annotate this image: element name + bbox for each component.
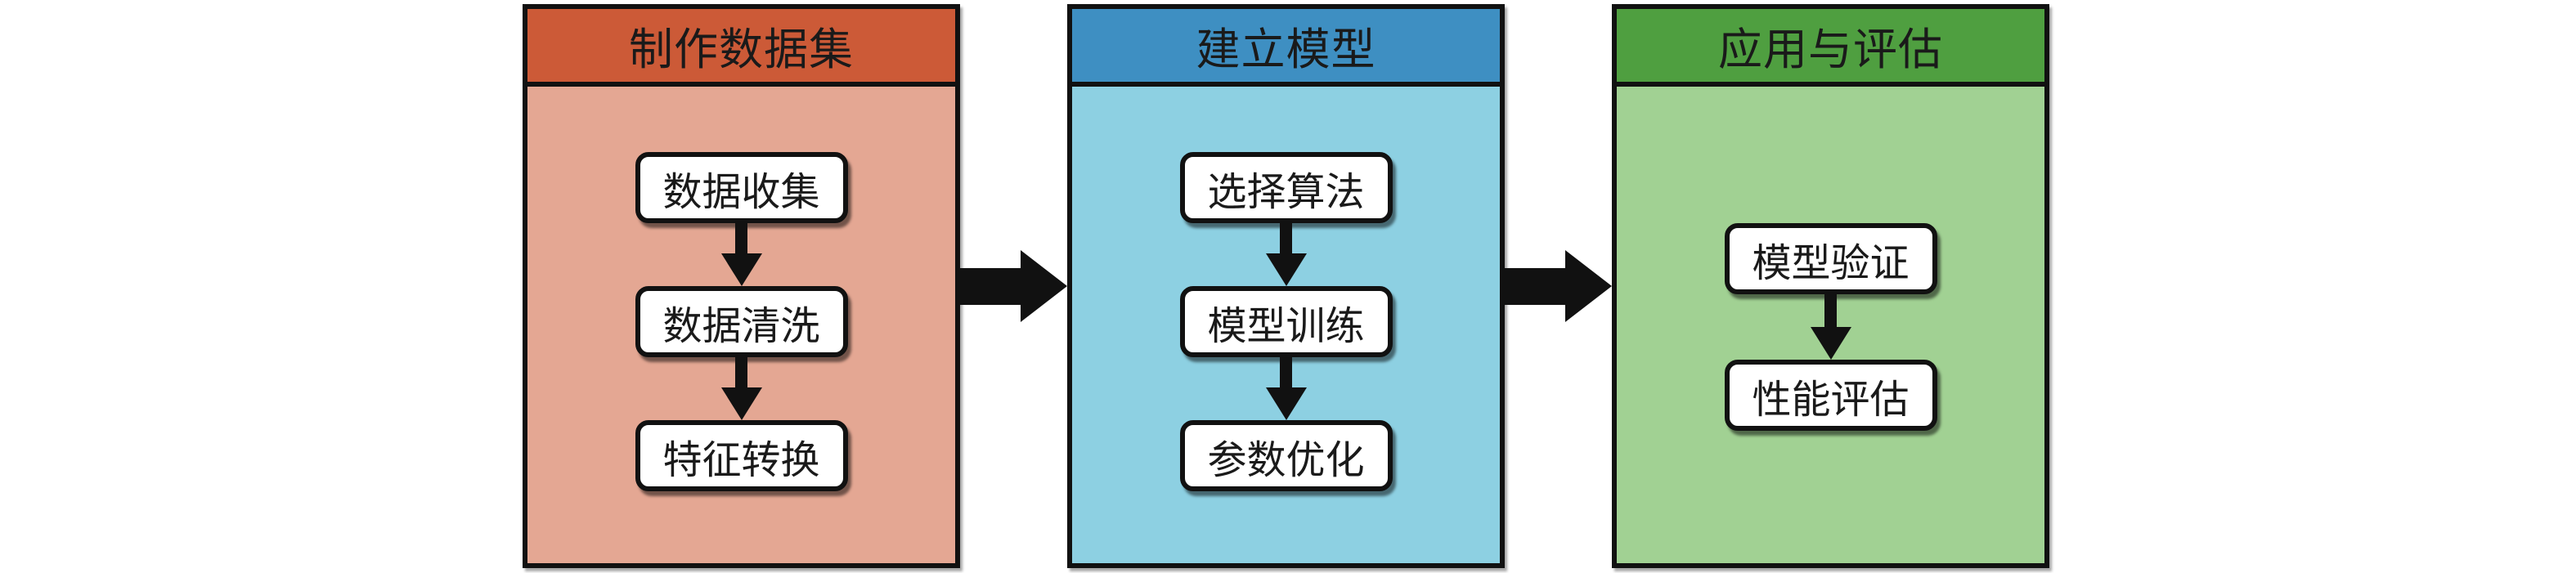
step-node-data-collection: 数据收集 <box>635 152 848 223</box>
arrow-shaft <box>960 267 1021 305</box>
panel-evaluation-body: 模型验证 性能评估 <box>1617 87 2044 563</box>
step-label: 数据收集 <box>662 168 820 215</box>
flowchart: 制作数据集 数据收集 数据清洗 特征转换 <box>523 4 2049 568</box>
panel-dataset-body: 数据收集 数据清洗 特征转换 <box>527 87 955 563</box>
step-node-model-validation: 模型验证 <box>1724 223 1937 294</box>
step-label: 选择算法 <box>1207 168 1365 215</box>
panel-evaluation-header: 应用与评估 <box>1617 9 2044 87</box>
panel-modeling-title: 建立模型 <box>1196 24 1376 75</box>
arrow-down-icon <box>1265 357 1307 420</box>
arrow-shaft <box>1280 223 1292 253</box>
panel-evaluation: 应用与评估 模型验证 性能评估 <box>1612 4 2049 568</box>
panel-modeling: 建立模型 选择算法 模型训练 参数优化 <box>1067 4 1505 568</box>
step-node-parameter-optimization: 参数优化 <box>1179 420 1393 491</box>
step-label: 数据清洗 <box>662 302 820 349</box>
arrow-right-icon <box>960 4 1067 568</box>
arrow-head <box>1265 387 1307 420</box>
step-node-feature-transform: 特征转换 <box>635 420 848 491</box>
step-label: 参数优化 <box>1207 436 1365 483</box>
arrow-down-icon <box>1810 294 1851 360</box>
arrow-head <box>1021 250 1067 322</box>
panel-dataset: 制作数据集 数据收集 数据清洗 特征转换 <box>523 4 960 568</box>
arrow-down-icon <box>720 357 762 420</box>
arrow-shaft <box>1824 294 1837 327</box>
panel-dataset-header: 制作数据集 <box>527 9 955 87</box>
arrow-head <box>1810 327 1851 360</box>
arrow-down-icon <box>1265 223 1307 286</box>
step-node-model-training: 模型训练 <box>1179 286 1393 357</box>
arrow-head <box>720 387 762 420</box>
panel-modeling-body: 选择算法 模型训练 参数优化 <box>1072 87 1500 563</box>
arrow-shaft <box>1505 267 1565 305</box>
step-label: 模型训练 <box>1207 302 1365 349</box>
step-label: 模型验证 <box>1752 239 1910 286</box>
step-node-select-algorithm: 选择算法 <box>1179 152 1393 223</box>
arrow-head <box>720 253 762 286</box>
arrow-head <box>1565 250 1612 322</box>
panel-dataset-title: 制作数据集 <box>629 24 854 75</box>
arrow-shaft <box>735 223 747 253</box>
arrow-right-icon <box>1505 4 1612 568</box>
arrow-shaft <box>735 357 747 387</box>
step-node-data-cleaning: 数据清洗 <box>635 286 848 357</box>
step-node-performance-evaluation: 性能评估 <box>1724 360 1937 431</box>
panel-modeling-header: 建立模型 <box>1072 9 1500 87</box>
arrow-shaft <box>1280 357 1292 387</box>
arrow-down-icon <box>720 223 762 286</box>
step-label: 性能评估 <box>1752 376 1910 423</box>
panel-evaluation-title: 应用与评估 <box>1718 24 1943 75</box>
arrow-head <box>1265 253 1307 286</box>
step-label: 特征转换 <box>662 436 820 483</box>
